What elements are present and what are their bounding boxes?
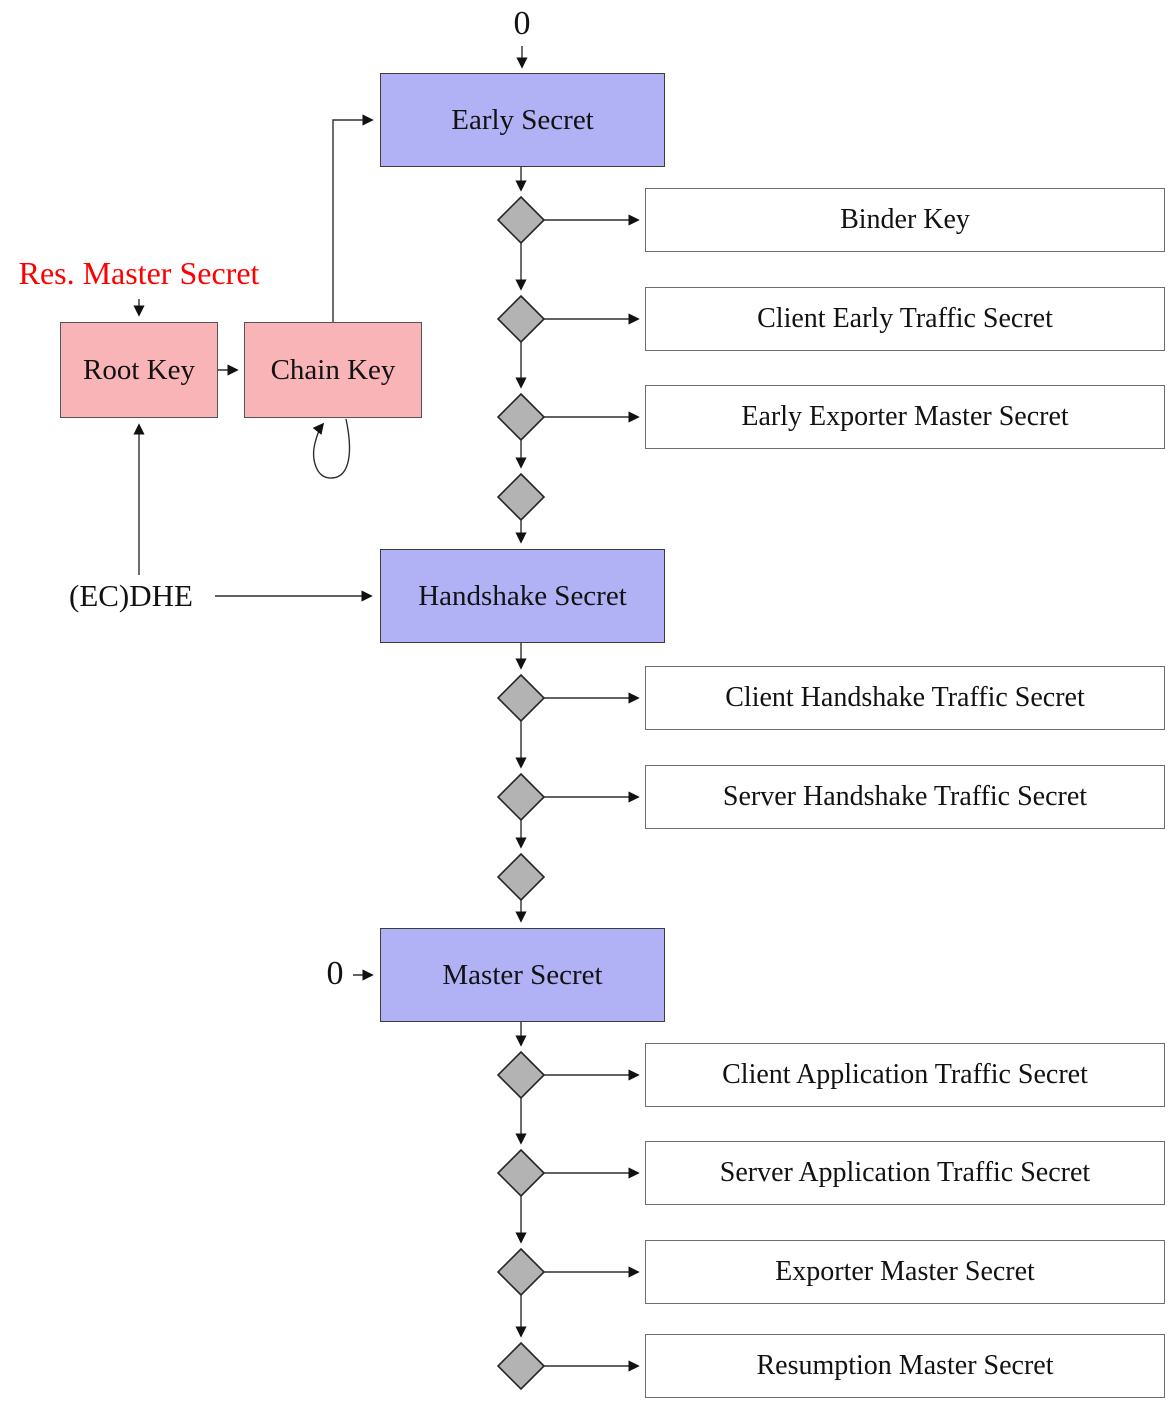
res-master-secret-label: Res. Master Secret xyxy=(18,255,260,292)
ecdhe-label: (EC)DHE xyxy=(69,577,193,613)
hkdf-diamond-binder-key xyxy=(496,195,546,245)
zero-input-master-label: 0 xyxy=(326,955,344,993)
output-client-early-traffic-secret: Client Early Traffic Secret xyxy=(645,287,1165,351)
chain-key-self-loop-arrow xyxy=(312,418,351,479)
hkdf-diamond-server-application-traffic xyxy=(496,1148,546,1198)
zero-input-top-label: 0 xyxy=(513,5,531,43)
output-server-handshake-traffic-secret: Server Handshake Traffic Secret xyxy=(645,765,1165,829)
output-server-application-traffic-secret: Server Application Traffic Secret xyxy=(645,1141,1165,1205)
hkdf-diamond-resumption-master xyxy=(496,1341,546,1391)
hkdf-diamond-early-exporter xyxy=(496,392,546,442)
output-client-application-traffic-secret: Client Application Traffic Secret xyxy=(645,1043,1165,1107)
output-client-handshake-traffic-secret: Client Handshake Traffic Secret xyxy=(645,666,1165,730)
master-secret-node: Master Secret xyxy=(380,928,665,1022)
arrow-chain-key-to-early-secret xyxy=(332,114,374,322)
hkdf-diamond-client-handshake-traffic xyxy=(496,673,546,723)
output-exporter-master-secret: Exporter Master Secret xyxy=(645,1240,1165,1304)
hkdf-diamond-server-handshake-traffic xyxy=(496,772,546,822)
early-secret-node: Early Secret xyxy=(380,73,665,167)
output-early-exporter-master-secret: Early Exporter Master Secret xyxy=(645,385,1165,449)
output-binder-key: Binder Key xyxy=(645,188,1165,252)
hkdf-diamond-derive-handshake xyxy=(496,472,546,522)
root-key-node: Root Key xyxy=(60,322,218,418)
output-resumption-master-secret: Resumption Master Secret xyxy=(645,1334,1165,1398)
handshake-secret-node: Handshake Secret xyxy=(380,549,665,643)
chain-key-node: Chain Key xyxy=(244,322,422,418)
hkdf-diamond-client-application-traffic xyxy=(496,1050,546,1100)
hkdf-diamond-derive-master xyxy=(496,852,546,902)
hkdf-diamond-client-early-traffic xyxy=(496,294,546,344)
hkdf-diamond-exporter-master xyxy=(496,1247,546,1297)
